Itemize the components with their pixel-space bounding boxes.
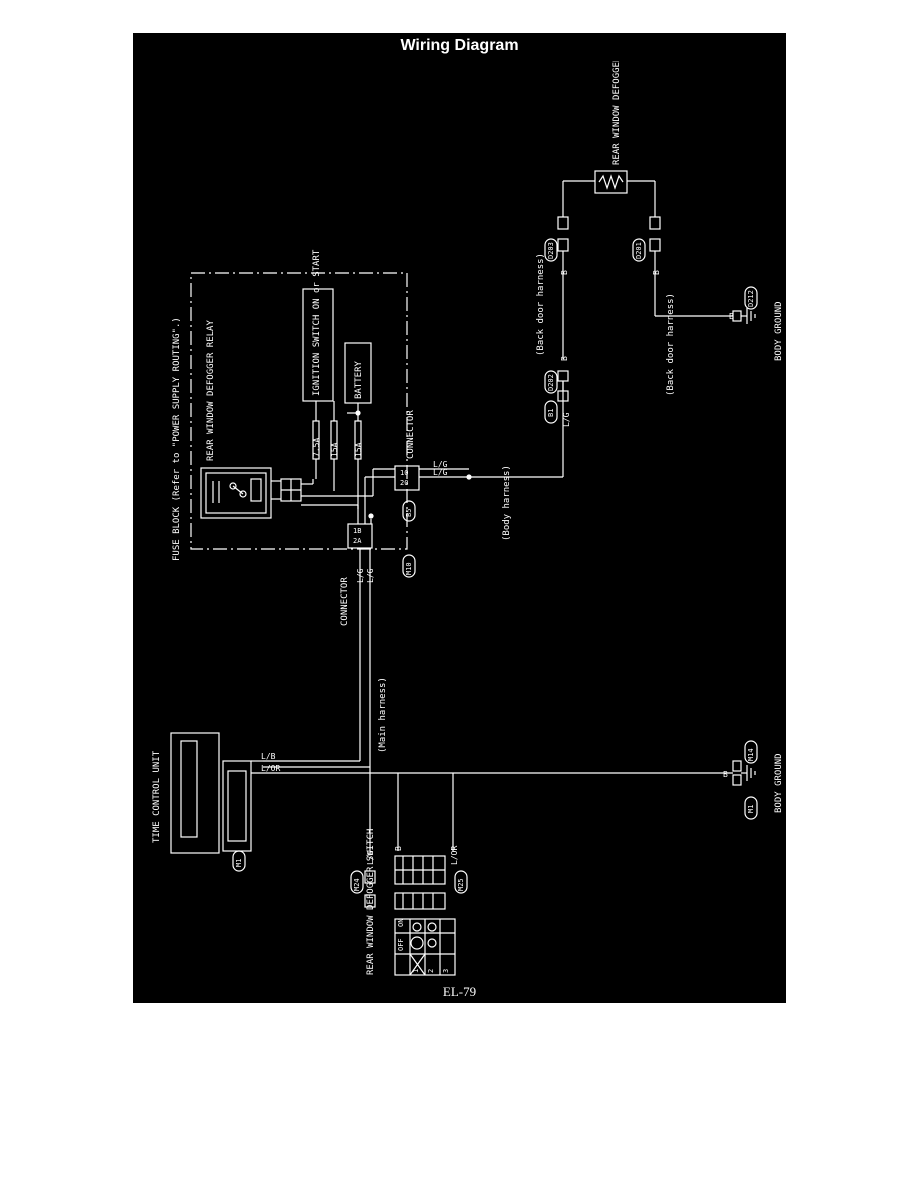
wire-code-b-d202: B	[560, 356, 569, 361]
wiring-diagram: FUSE BLOCK (Refer to "POWER SUPPLY ROUTI…	[152, 61, 784, 976]
wire-code-lg-m24: L/G	[366, 850, 375, 865]
ignition-switch-label: IGNITION SWITCH ON or START	[312, 249, 322, 396]
body-ground-2-label: BODY GROUND	[774, 753, 784, 813]
switch-table-terminal-1: 1	[412, 969, 420, 973]
connector-id-b1: B1	[547, 409, 555, 417]
body-harness-label: (Body harness)	[502, 465, 512, 541]
fuse-wires	[301, 401, 361, 509]
defogger-switch-label: REAR WINDOW DEFOGGER SWITCH	[366, 829, 376, 975]
relay-label: REAR WINDOW DEFOGGER RELAY	[206, 320, 216, 461]
connector-id-m24: M24	[353, 878, 361, 891]
main-harness-wire	[263, 548, 371, 851]
diagram-sheet: Wiring Diagram	[133, 33, 786, 1003]
pin-10: 10	[400, 469, 408, 477]
switch-table-terminal-3: 3	[442, 969, 450, 973]
connector-id-m14: M14	[747, 748, 755, 761]
wire-code-b-d203: B	[560, 270, 569, 275]
rear-window-defogger-element	[594, 170, 656, 217]
connector-id-b5: B5	[405, 509, 413, 517]
d201-connector	[649, 216, 733, 317]
connector-upper-label: CONNECTOR	[406, 410, 416, 459]
switch-table-terminal-2: 2	[427, 969, 435, 973]
fuse-3-rating: 15A	[354, 442, 363, 457]
wire-code-lg-upper-2: L/G	[433, 468, 448, 477]
switch-table-grid	[394, 918, 456, 976]
fuse-block-label: FUSE BLOCK (Refer to "POWER SUPPLY ROUTI…	[172, 317, 182, 561]
wire-code-lg-lower-2: L/G	[366, 568, 375, 583]
connector-id-m1-tcu: M1	[235, 859, 243, 867]
time-control-unit-label: TIME CONTROL UNIT	[152, 750, 162, 843]
back-door-harness-2-label: (Back door harness)	[666, 293, 676, 396]
connector-id-m1-ground: M1	[747, 805, 755, 813]
wire-code-b-ground-1: B	[729, 312, 734, 321]
connector-id-d201: D201	[635, 242, 643, 259]
time-control-unit-box	[170, 732, 733, 854]
internal-connector-wires	[357, 468, 395, 524]
rear-window-defogger-label: REAR WINDOW DEFOGGER	[612, 61, 622, 165]
d202-connector	[557, 370, 569, 402]
d203-connector	[557, 180, 595, 252]
connector-id-m25: M25	[457, 878, 465, 891]
connector-id-ovals	[232, 238, 758, 894]
pin-2a: 2A	[353, 537, 362, 545]
connector-id-d203: D203	[547, 242, 555, 259]
relay-terminals	[271, 478, 373, 502]
wire-code-b-ground-2: B	[723, 770, 728, 779]
fuse-block-outline	[190, 272, 408, 550]
wire-code-lg-body: L/G	[562, 412, 571, 427]
pin-20: 20	[400, 479, 408, 487]
switch-table-header-on: ON	[397, 919, 405, 927]
relay-box	[200, 467, 272, 519]
pin-1b: 1B	[353, 527, 361, 535]
page-title: Wiring Diagram	[400, 37, 519, 54]
wire-code-lor: L/OR	[261, 764, 280, 773]
wire-code-b-d201: B	[652, 270, 661, 275]
body-harness-wire	[419, 251, 564, 480]
wire-code-lb: L/B	[261, 752, 276, 761]
connector-id-m10: M10	[405, 562, 413, 575]
main-harness-label: (Main harness)	[378, 677, 388, 753]
back-door-harness-1-label: (Back door harness)	[536, 253, 546, 356]
body-ground-1-label: BODY GROUND	[774, 301, 784, 361]
body-ground-2-symbol	[397, 760, 756, 851]
page-number: EL-79	[442, 984, 477, 999]
fuse-2-rating: 15A	[330, 442, 339, 457]
connector-id-d212: D212	[747, 290, 755, 307]
m25-connector	[394, 855, 446, 910]
wire-code-b-m25: B	[394, 846, 403, 851]
connector-upper-box	[394, 465, 420, 491]
m24-connector	[364, 870, 376, 908]
connector-lower-label: CONNECTOR	[340, 577, 350, 626]
battery-label: BATTERY	[354, 360, 364, 399]
ignition-switch-box	[302, 288, 334, 402]
wire-code-lor-m25: L/OR	[450, 846, 459, 865]
wire-code-lg-lower-1: L/G	[356, 568, 365, 583]
wire-code-lg-upper-1: L/G	[433, 460, 448, 469]
connector-id-d202: D202	[547, 374, 555, 391]
body-ground-1-symbol	[732, 308, 756, 324]
switch-table-header-off: OFF	[397, 938, 405, 951]
fuse-1-rating: 7.5A	[312, 438, 321, 457]
